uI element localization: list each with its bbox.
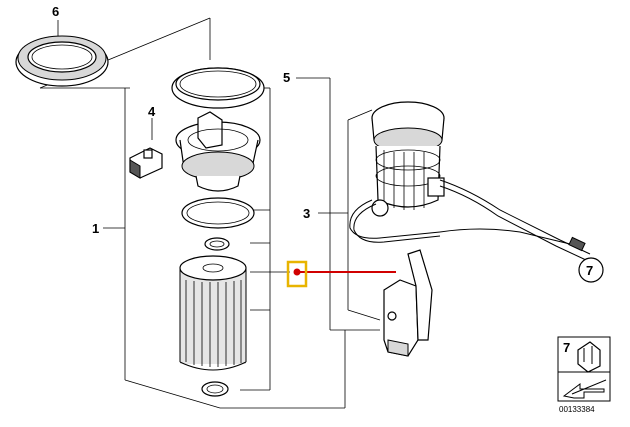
filter-head: [175, 111, 261, 192]
filter-housing-part-3: [349, 101, 591, 261]
seal-ring-6: [15, 35, 109, 87]
small-seal-lower: [201, 381, 229, 397]
callout-1: 1: [92, 221, 99, 236]
highlight-dot: [293, 268, 301, 276]
legend-box: 7: [557, 336, 611, 402]
highlight-marker: [286, 260, 396, 288]
o-ring-middle: [181, 197, 255, 229]
callout-3: 3: [303, 206, 310, 221]
callout-6: 6: [52, 4, 59, 19]
callout-4: 4: [148, 104, 156, 119]
clip-icon: [577, 341, 601, 373]
mounting-bracket: [383, 249, 433, 357]
filter-element: [179, 255, 247, 371]
callout-7: 7: [586, 263, 593, 278]
o-ring-top: [171, 67, 265, 109]
legend-callout-7: 7: [563, 340, 570, 355]
small-seal-upper: [204, 237, 230, 251]
callout-7-circle: 7: [578, 257, 604, 283]
catalog-number: 00133384: [559, 405, 595, 414]
callout-5: 5: [283, 70, 290, 85]
arrow-icon: [562, 379, 607, 399]
highlight-box[interactable]: [286, 260, 308, 288]
connector-part-4: [129, 147, 163, 179]
